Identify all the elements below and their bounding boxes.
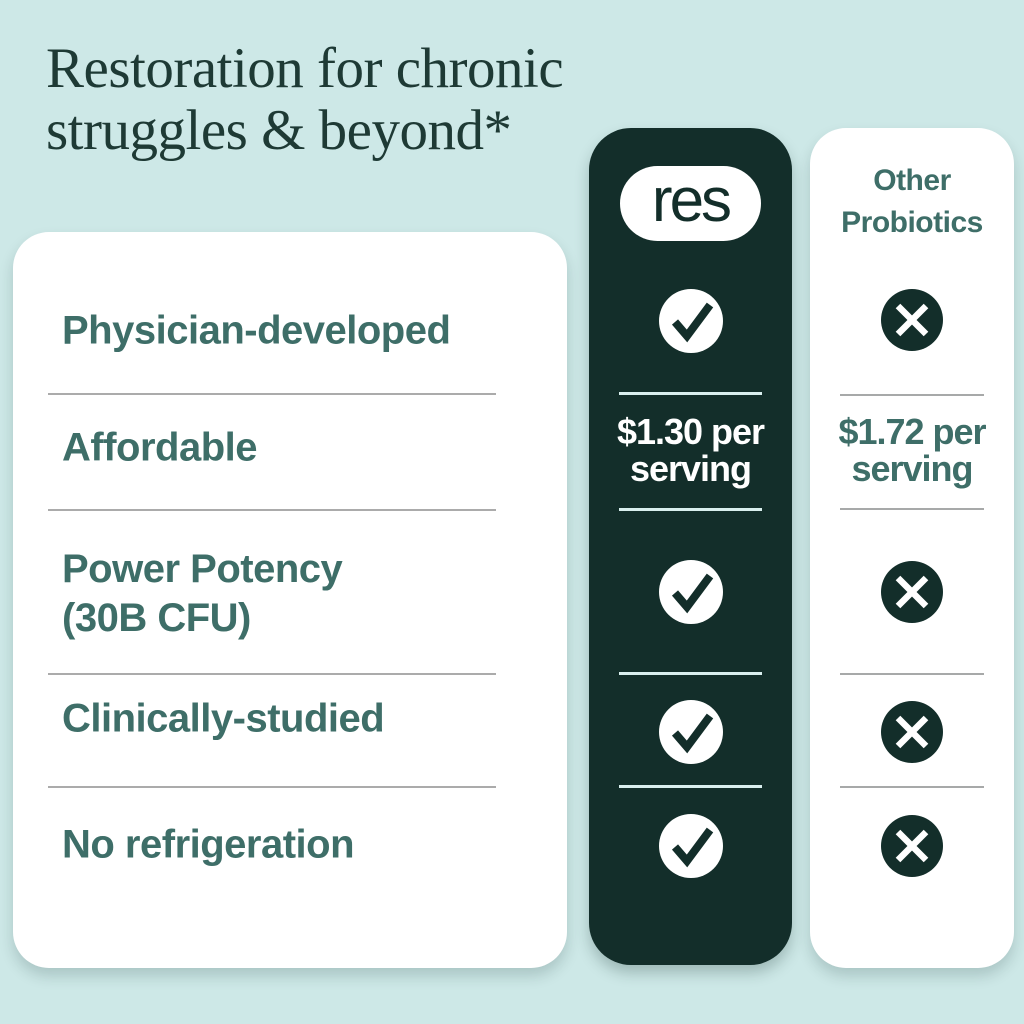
cross-icon	[881, 815, 943, 877]
cross-icon	[881, 289, 943, 351]
res-column: res $1.30 per serving	[589, 128, 792, 965]
divider	[619, 508, 762, 511]
feature-physician-developed: Physician-developed	[62, 308, 451, 353]
divider	[48, 393, 496, 395]
divider	[840, 673, 984, 675]
divider	[840, 394, 984, 396]
feature-affordable: Affordable	[62, 425, 258, 470]
divider	[48, 786, 496, 788]
divider	[48, 673, 496, 675]
divider	[840, 786, 984, 788]
feature-power-potency-line-2: (30B CFU)	[62, 596, 251, 640]
other-header-line-2: Probiotics	[841, 206, 983, 239]
feature-power-potency-line-1: Power Potency	[62, 547, 343, 591]
divider	[619, 392, 762, 395]
res-price: $1.30 per serving	[589, 413, 792, 487]
check-icon	[658, 814, 723, 878]
divider	[48, 509, 496, 511]
title-line-2: struggles & beyond*	[46, 99, 512, 162]
features-card: Physician-developed Affordable Power Pot…	[13, 232, 567, 968]
page-title: Restoration for chronic struggles & beyo…	[46, 37, 564, 162]
title-line-1: Restoration for chronic	[46, 37, 564, 100]
other-price-line-2: serving	[851, 448, 973, 489]
res-logo: res	[620, 166, 761, 241]
other-probiotics-column: Other Probiotics $1.72 per serving	[810, 128, 1014, 968]
other-price: $1.72 per serving	[810, 413, 1014, 487]
cross-icon	[881, 561, 943, 623]
cross-icon	[881, 701, 943, 763]
divider	[619, 785, 762, 788]
check-icon	[658, 560, 723, 624]
divider	[840, 508, 984, 510]
check-icon	[658, 289, 723, 353]
other-header-line-1: Other	[873, 164, 951, 197]
feature-no-refrigeration: No refrigeration	[62, 822, 355, 867]
feature-clinically-studied: Clinically-studied	[62, 696, 385, 741]
res-price-line-2: serving	[629, 448, 752, 489]
other-price-line-1: $1.72 per	[838, 411, 986, 452]
check-icon	[658, 700, 723, 764]
res-logo-text: res	[651, 165, 732, 235]
feature-power-potency: Power Potency (30B CFU)	[62, 545, 343, 643]
other-probiotics-header: Other Probiotics	[810, 160, 1014, 244]
res-price-line-1: $1.30 per	[616, 411, 765, 452]
divider	[619, 672, 762, 675]
